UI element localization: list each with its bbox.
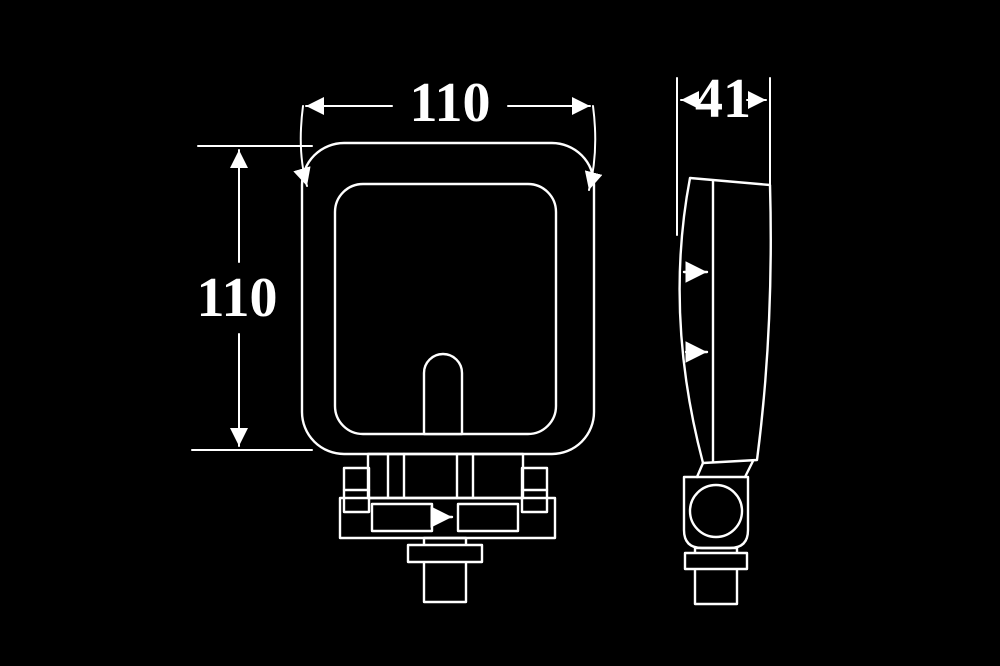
depth-dimension-label: 41 bbox=[695, 68, 751, 130]
pivot-hole bbox=[688, 483, 744, 539]
dimension-height: 110 bbox=[191, 145, 313, 451]
bracket-top-plate bbox=[366, 452, 525, 500]
side-mounting-stem bbox=[693, 546, 739, 606]
side-body-outline bbox=[678, 176, 772, 465]
width-dim-leader-right bbox=[584, 105, 603, 191]
stem-nut bbox=[406, 543, 484, 564]
dimension-width: 110 bbox=[293, 72, 603, 191]
dimension-depth: 41 bbox=[676, 68, 771, 236]
front-view bbox=[300, 141, 596, 604]
mounting-stem bbox=[422, 536, 468, 604]
side-view bbox=[678, 176, 772, 606]
bracket-fin-lines bbox=[386, 452, 475, 500]
height-dimension-label: 110 bbox=[197, 267, 278, 329]
width-dimension-label: 110 bbox=[410, 72, 491, 134]
base-slot-left bbox=[370, 502, 434, 533]
width-dim-leader-left bbox=[293, 105, 311, 187]
bracket-link-lines bbox=[695, 459, 755, 479]
cable-notch bbox=[422, 352, 464, 436]
base-slot-right bbox=[456, 502, 520, 533]
side-stem-nut bbox=[683, 551, 749, 571]
